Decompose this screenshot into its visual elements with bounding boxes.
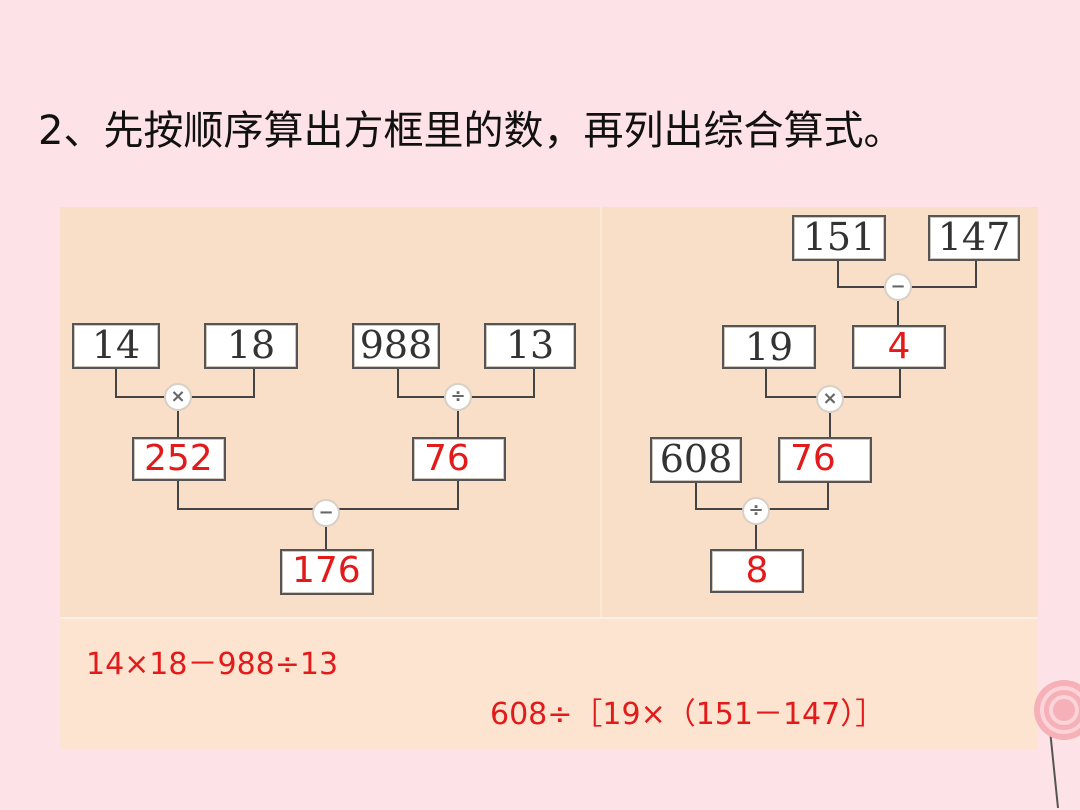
answer-box-76: 76 <box>412 437 506 481</box>
minus-operator: − <box>884 273 912 301</box>
multiply-operator: × <box>164 383 192 411</box>
divide-operator: ÷ <box>444 383 472 411</box>
box-147: 147 <box>928 215 1020 261</box>
box-19: 19 <box>722 325 816 369</box>
box-13: 13 <box>484 323 576 369</box>
box-608: 608 <box>650 437 742 483</box>
box-151: 151 <box>792 215 886 261</box>
answer-box-76: 76 <box>778 437 872 483</box>
tree-area <box>60 207 1038 617</box>
expression-area <box>60 617 1038 749</box>
answer-box-252: 252 <box>132 437 226 481</box>
expression-right: 608÷［19×（151－147）］ <box>490 697 886 732</box>
divide-operator: ÷ <box>742 497 770 525</box>
answer-box-8: 8 <box>710 549 804 593</box>
box-14: 14 <box>72 323 160 369</box>
divider <box>600 207 602 617</box>
lollipop-decoration <box>1034 680 1080 809</box>
multiply-operator: × <box>816 385 844 413</box>
connector-lines <box>115 261 977 549</box>
answer-box-176: 176 <box>280 549 374 595</box>
answer-box-4: 4 <box>852 325 946 369</box>
minus-operator: − <box>312 499 340 527</box>
box-988: 988 <box>352 323 440 369</box>
exercise-panel: 14 18 × 252 988 13 ÷ 76 − 176 151 147 − … <box>60 207 1038 749</box>
box-18: 18 <box>204 323 298 369</box>
expression-left: 14×18－988÷13 <box>86 647 339 682</box>
page-title: 2、先按顺序算出方框里的数，再列出综合算式。 <box>38 108 904 154</box>
